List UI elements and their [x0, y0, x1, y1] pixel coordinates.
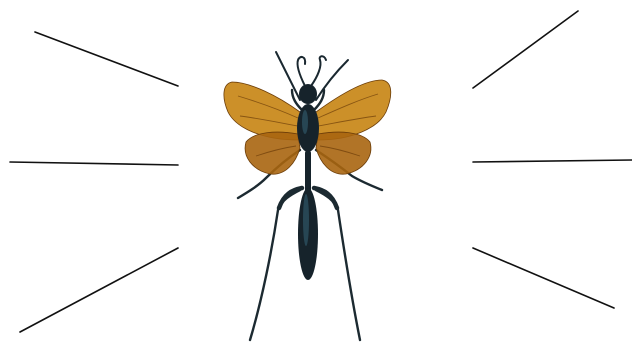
leader-line-left-bottom: [20, 248, 178, 332]
leader-line-right-middle: [473, 160, 632, 162]
wasp-body: [297, 84, 319, 280]
abdomen-highlight: [303, 194, 309, 246]
antenna-left-outer: [276, 52, 300, 100]
thorax-highlight: [302, 110, 308, 134]
right-hindwing: [316, 132, 371, 174]
hind-leg-left-femur: [279, 188, 302, 208]
leader-line-left-middle: [10, 162, 178, 165]
left-forewing: [224, 82, 300, 140]
antenna-right: [311, 56, 326, 86]
wasp-petiole: [305, 150, 311, 194]
wasp-illustration: [224, 52, 391, 340]
left-hindwing: [245, 132, 300, 174]
right-forewing: [316, 80, 391, 140]
leader-line-right-top: [473, 11, 578, 88]
hind-leg-right: [316, 190, 360, 340]
leader-lines: [10, 11, 632, 332]
hind-leg-left: [250, 190, 300, 340]
wasp-thorax: [297, 104, 319, 152]
antenna-left: [297, 57, 305, 86]
hind-leg-right-femur: [314, 188, 337, 208]
wasp-head: [299, 84, 317, 104]
leader-line-right-bottom: [473, 248, 614, 308]
leader-line-left-top: [35, 32, 178, 86]
